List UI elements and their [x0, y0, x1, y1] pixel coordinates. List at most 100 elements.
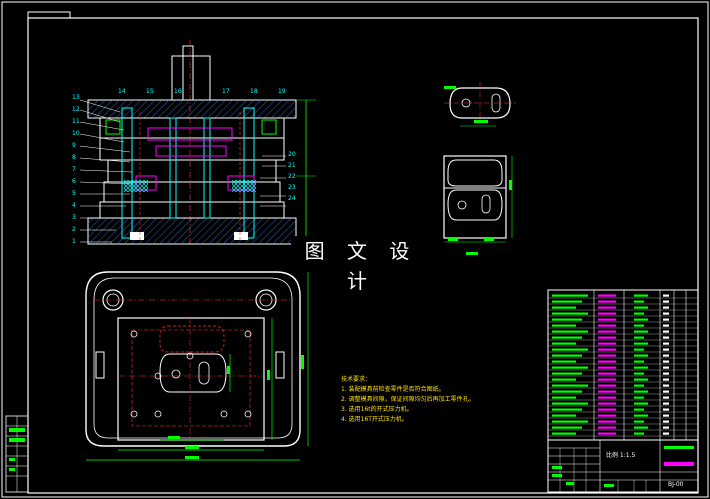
parts-list-cell: [663, 354, 669, 357]
part-label: 16: [174, 88, 182, 95]
parts-list-cell: [552, 306, 576, 309]
title-block-drawing-no: BJ-00: [668, 481, 684, 488]
parts-list-cell: [663, 336, 669, 339]
plan-view: [85, 271, 309, 461]
parts-list-rows: [548, 294, 698, 437]
parts-list-cell: [663, 366, 669, 369]
parts-list-cell: [598, 348, 616, 351]
parts-list-cell: [634, 420, 644, 423]
tech-note-2: 2. 调整模具间隙，保证间隙均匀后再加工零件孔。: [341, 396, 475, 403]
parts-list-cell: [552, 432, 576, 435]
parts-list-cell: [634, 318, 648, 321]
parts-list-cell: [663, 372, 669, 375]
parts-list-cell: [663, 402, 669, 405]
parts-list-cell: [663, 348, 669, 351]
parts-list-cell: [634, 378, 648, 381]
parts-list-cell: [663, 420, 669, 423]
parts-list-cell: [552, 378, 576, 381]
section-view: [79, 40, 316, 245]
parts-list-cell: [552, 294, 588, 297]
part-label: 11: [72, 118, 80, 125]
part-detail-top: [444, 82, 516, 127]
part-label: 3: [72, 214, 76, 221]
part-label: 2: [72, 226, 76, 233]
parts-list-cell: [634, 408, 644, 411]
part-label: 6: [72, 178, 76, 185]
parts-list-cell: [634, 360, 644, 363]
part-label: 18: [250, 88, 258, 95]
parts-list-cell: [598, 426, 616, 429]
parts-list-cell: [552, 402, 588, 405]
parts-list-cell: [552, 390, 582, 393]
part-label: 12: [72, 106, 80, 113]
parts-list-cell: [552, 318, 582, 321]
part-label: 17: [222, 88, 230, 95]
part-label: 22: [288, 173, 296, 180]
parts-list-cell: [634, 306, 648, 309]
part-label: 1: [72, 238, 76, 245]
tech-note-1: 1. 装配模具前检查零件是否符合图纸。: [341, 386, 445, 393]
parts-list-cell: [552, 426, 582, 429]
parts-list-cell: [598, 432, 616, 435]
parts-list-cell: [552, 408, 582, 411]
parts-list: [547, 289, 699, 441]
parts-list-cell: [552, 360, 576, 363]
parts-list-cell: [552, 312, 588, 315]
parts-list-cell: [634, 324, 644, 327]
parts-list-cell: [598, 396, 616, 399]
parts-list-cell: [663, 312, 669, 315]
parts-list-cell: [634, 312, 644, 315]
parts-list-cell: [598, 378, 616, 381]
parts-list-cell: [552, 384, 588, 387]
part-label: 5: [72, 190, 76, 197]
parts-list-cell: [598, 360, 616, 363]
parts-list-cell: [634, 300, 644, 303]
parts-list-cell: [634, 384, 644, 387]
parts-list-cell: [634, 336, 644, 339]
parts-list-cell: [663, 300, 669, 303]
parts-list-cell: [552, 336, 582, 339]
overlay-watermark-title: 图 文 设 计: [291, 236, 431, 293]
tech-note-3: 3. 选用16t的开式压力机。: [341, 406, 413, 413]
part-detail-section: [443, 155, 513, 255]
part-label: 8: [72, 154, 76, 161]
parts-list-cell: [663, 414, 669, 417]
parts-list-cell: [598, 366, 616, 369]
parts-list-cell: [634, 372, 644, 375]
parts-list-cell: [663, 432, 669, 435]
part-label: 24: [288, 195, 296, 202]
part-label: 4: [72, 202, 76, 209]
parts-list-cell: [598, 324, 616, 327]
inner-border: [27, 17, 699, 494]
parts-list-cell: [634, 390, 648, 393]
parts-list-cell: [663, 396, 669, 399]
parts-list-cell: [663, 342, 669, 345]
parts-list-cell: [552, 342, 576, 345]
parts-list-cell: [663, 294, 669, 297]
parts-list-cell: [663, 330, 669, 333]
parts-list-cell: [598, 354, 616, 357]
parts-list-cell: [552, 324, 576, 327]
parts-list-cell: [663, 360, 669, 363]
parts-list-cell: [598, 402, 616, 405]
parts-list-cell: [552, 396, 576, 399]
parts-list-cell: [598, 294, 616, 297]
parts-list-cell: [552, 372, 582, 375]
parts-list-cell: [552, 330, 588, 333]
parts-list-cell: [634, 348, 644, 351]
parts-list-cell: [598, 342, 616, 345]
parts-list-cell: [598, 306, 616, 309]
parts-list-cell: [634, 342, 648, 345]
parts-list-cell: [663, 306, 669, 309]
part-label: 20: [288, 151, 296, 158]
part-label: 13: [72, 94, 80, 101]
parts-list-cell: [552, 348, 588, 351]
parts-list-cell: [663, 390, 669, 393]
part-label: 15: [146, 88, 154, 95]
parts-list-cell: [552, 354, 582, 357]
parts-list-cell: [598, 372, 616, 375]
part-label: 23: [288, 184, 296, 191]
parts-list-cell: [634, 330, 648, 333]
